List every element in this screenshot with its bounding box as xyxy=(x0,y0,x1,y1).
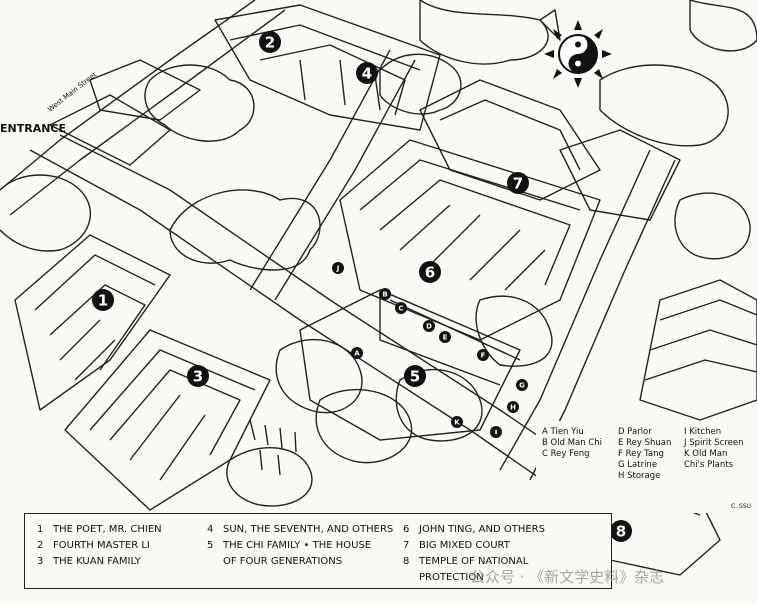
legend-row: K Old Man Chi's Plants xyxy=(684,449,733,470)
marker-I: I xyxy=(490,426,502,438)
marker-7: 7 xyxy=(507,172,529,194)
letter-legend: A Tien Yiu B Old Man Chi C Rey Feng D Pa… xyxy=(536,421,754,513)
legend-row: E Rey Shuan xyxy=(618,438,672,448)
svg-text:6: 6 xyxy=(425,264,435,282)
legend-row: F Rey Tang xyxy=(618,449,664,459)
compound-5 xyxy=(299,289,521,441)
marker-K: K xyxy=(451,416,463,428)
legend-row: J Spirit Screen xyxy=(684,438,744,448)
marker-F: F xyxy=(477,349,489,361)
marker-J: J xyxy=(332,262,344,274)
svg-text:3: 3 xyxy=(193,368,203,386)
tree xyxy=(169,189,321,271)
marker-E: E xyxy=(439,331,451,343)
legend-row: D Parlor xyxy=(618,427,652,437)
legend-row: C Rey Feng xyxy=(542,449,590,459)
svg-text:1: 1 xyxy=(98,292,108,310)
watermark: 公众号 · 《新文学史料》杂志 xyxy=(470,568,665,586)
compound-1 xyxy=(14,234,171,411)
svg-text:2: 2 xyxy=(265,34,275,52)
legend-row: A Tien Yiu xyxy=(542,427,584,437)
legend-row: G Latrine xyxy=(618,460,658,470)
west-main-street xyxy=(0,0,256,191)
key-row: PROTECTION xyxy=(419,572,484,583)
svg-text:D: D xyxy=(426,323,432,331)
compound-7 xyxy=(419,79,601,201)
marker-6: 6 xyxy=(419,261,441,283)
svg-text:7: 7 xyxy=(513,175,523,193)
marker-8: 8 xyxy=(610,520,632,542)
marker-G: G xyxy=(516,379,528,391)
marker-2: 2 xyxy=(259,31,281,53)
legend-row: H Storage xyxy=(618,471,661,481)
legend-row: B Old Man Chi xyxy=(542,438,603,448)
svg-text:5: 5 xyxy=(410,368,420,386)
entrance-label: ENTRANCE xyxy=(0,122,66,135)
marker-C: C xyxy=(395,302,407,314)
compound-2 xyxy=(214,4,441,131)
main-lane xyxy=(29,149,601,521)
marker-1: 1 xyxy=(92,289,114,311)
svg-text:8: 8 xyxy=(616,523,626,541)
svg-text:B: B xyxy=(382,291,387,299)
marker-5: 5 xyxy=(404,365,426,387)
marker-D: D xyxy=(423,320,435,332)
compound-3 xyxy=(64,329,271,511)
svg-text:J: J xyxy=(336,265,340,273)
key-row: OF FOUR GENERATIONS xyxy=(223,556,343,567)
right-houses xyxy=(639,279,757,421)
svg-text:C: C xyxy=(398,305,403,313)
svg-text:E: E xyxy=(443,334,448,342)
svg-text:G: G xyxy=(519,382,525,390)
svg-text:F: F xyxy=(481,352,486,360)
marker-3: 3 xyxy=(187,365,209,387)
marker-A: A xyxy=(351,347,363,359)
credit: C. SSU xyxy=(730,503,751,510)
west-main-street-label: West Main Street xyxy=(46,70,98,113)
marker-H: H xyxy=(507,401,519,413)
compound-6 xyxy=(339,139,601,341)
marker-B: B xyxy=(379,288,391,300)
svg-text:A: A xyxy=(354,350,360,358)
svg-text:K: K xyxy=(454,419,460,427)
svg-text:4: 4 xyxy=(362,65,372,83)
legend-row: I Kitchen xyxy=(684,427,722,437)
svg-text:H: H xyxy=(510,404,516,412)
marker-4: 4 xyxy=(356,62,378,84)
svg-text:I: I xyxy=(495,429,498,437)
compass-yin-yang-icon xyxy=(544,20,612,88)
